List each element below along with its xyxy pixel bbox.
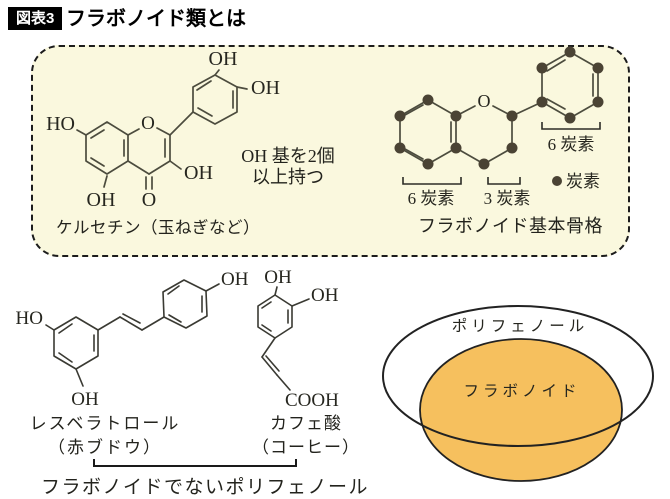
label-resv-oh-top: OH xyxy=(221,269,249,290)
venn-outer-label: ポリフェノール xyxy=(452,317,589,335)
legend-carbon-dot-icon xyxy=(552,176,562,186)
venn-diagram: ポリフェノール フラボノイド xyxy=(382,305,654,482)
label-o1: O xyxy=(141,113,155,134)
venn-inner-ellipse xyxy=(419,338,623,482)
flavonoid-skeleton-structure: O 6 炭素 3 炭素 6 炭素 炭素 xyxy=(394,46,604,208)
caffeic-name: カフェ酸 xyxy=(270,414,342,433)
bracket-3carbon xyxy=(487,177,521,185)
venn-inner-label: フラボノイド xyxy=(463,382,580,400)
carbon-dots xyxy=(394,46,604,170)
skeleton-caption: フラボノイド基本骨格 xyxy=(418,216,603,236)
venn-outer-ellipse xyxy=(382,305,654,447)
legend-label: 炭素 xyxy=(566,172,600,191)
bracket-mid-label: 3 炭素 xyxy=(484,189,531,208)
note-line-2: 以上持つ xyxy=(252,167,324,187)
caffeic-bonds xyxy=(257,286,310,391)
label-caff-oh-right: OH xyxy=(311,285,339,306)
bracket-6carbon-left xyxy=(402,177,462,185)
resveratrol-caption: レスベラトロール （赤ブドウ） xyxy=(10,412,200,460)
quercetin-structure: HO O OH O OH OH OH xyxy=(46,48,280,211)
footer-caption: フラボノイドでないポリフェノール xyxy=(40,477,369,498)
bracket-6carbon-right xyxy=(541,122,601,130)
quercetin-caption: ケルセチン（玉ねぎなど） xyxy=(56,218,260,237)
quercetin-bonds xyxy=(76,69,248,190)
resveratrol-structure: HO OH OH xyxy=(16,269,249,410)
bracket-right-label: 6 炭素 xyxy=(548,135,595,154)
label-oh3: OH xyxy=(184,162,213,184)
label-o4: O xyxy=(142,189,156,211)
caffeic-caption: カフェ酸 （コーヒー） xyxy=(245,412,367,460)
resveratrol-source: （赤ブドウ） xyxy=(48,438,162,457)
flavonoid-panel xyxy=(31,45,630,257)
quercetin-note: OH 基を2個 以上持つ xyxy=(226,146,350,188)
resveratrol-bonds xyxy=(45,279,220,387)
label-oh3p: OH xyxy=(209,48,238,70)
label-resv-oh-bottom: OH xyxy=(71,389,99,410)
label-resv-ho: HO xyxy=(16,308,43,329)
caffeic-acid-structure: OH OH COOH xyxy=(257,267,339,411)
figure-title: フラボノイド類とは xyxy=(66,8,246,30)
label-caff-cooh: COOH xyxy=(285,390,339,411)
label-ho7: HO xyxy=(46,113,75,135)
skeleton-o-label: O xyxy=(478,91,491,111)
caffeic-source: （コーヒー） xyxy=(252,438,360,457)
label-oh4p: OH xyxy=(251,77,280,99)
note-line-1: OH 基を2個 xyxy=(241,146,335,166)
figure-badge: 図表3 xyxy=(8,7,63,30)
label-oh5: OH xyxy=(87,189,116,211)
footer-bracket xyxy=(93,459,297,467)
bracket-left-label: 6 炭素 xyxy=(408,189,455,208)
label-caff-oh-top: OH xyxy=(264,267,292,288)
resveratrol-name: レスベラトロール xyxy=(29,414,181,433)
